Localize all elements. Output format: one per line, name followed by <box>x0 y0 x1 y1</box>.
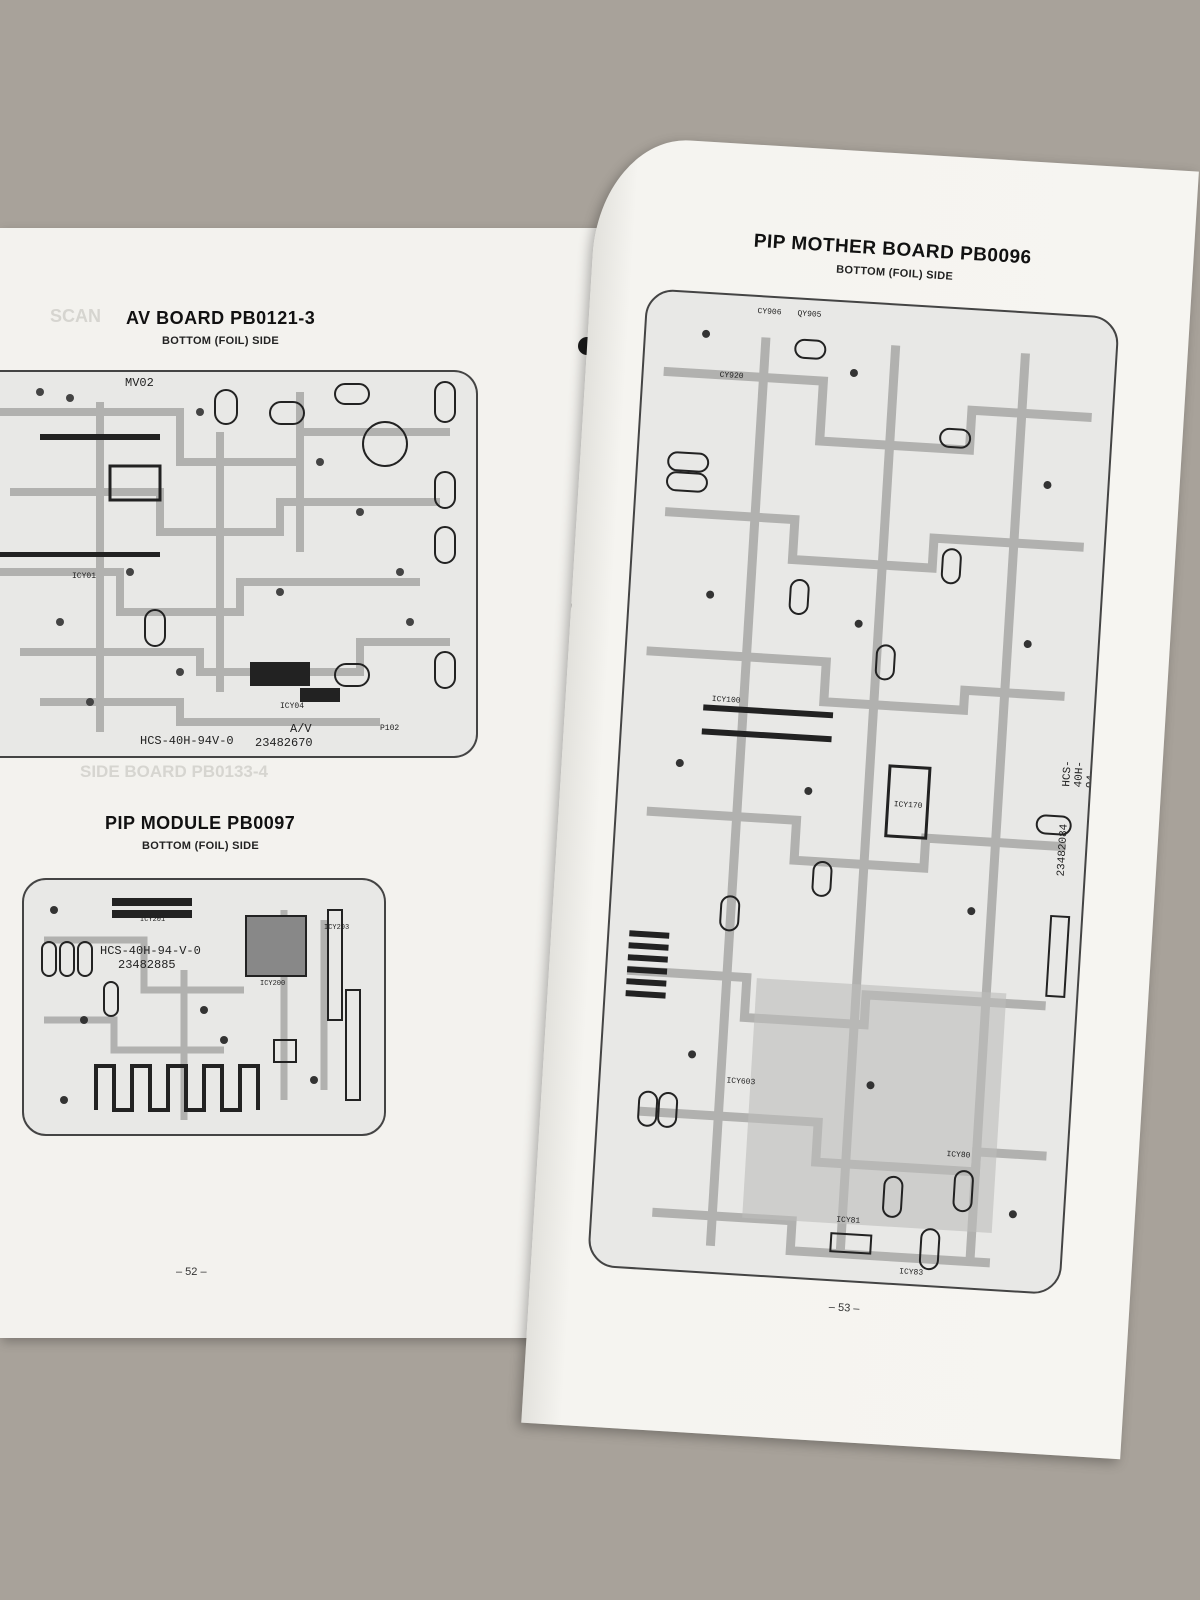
label-mv02: MV02 <box>125 376 154 390</box>
label-icy04: ICY04 <box>280 702 305 711</box>
label-cy906: CY906 <box>757 306 782 318</box>
pip-module-title: PIP MODULE PB0097 <box>105 813 296 833</box>
av-board-title: AV BOARD PB0121-3 <box>126 308 316 328</box>
label-hcs-av: HCS-40H-94V-0 <box>140 734 234 748</box>
pip-module-diagram: HCS-40H-94-V-0 23482885 ICY203 ICY201 IC… <box>22 878 386 1136</box>
pip-module-traces <box>41 898 361 1120</box>
pip-mother-board-subtitle: BOTTOM (FOIL) SIDE <box>835 263 954 283</box>
ghost-text-side-board: SIDE BOARD PB0133-4 <box>80 762 269 781</box>
label-icy170: ICY170 <box>893 800 923 811</box>
av-board-traces <box>0 381 456 732</box>
label-qy905: QY905 <box>797 309 822 320</box>
label-icy81: ICY81 <box>835 1215 861 1226</box>
label-23482885: 23482885 <box>118 958 176 972</box>
label-hcs-mother: HCS-40H-94-V-0 <box>1061 760 1111 790</box>
av-board-subtitle: BOTTOM (FOIL) SIDE <box>162 335 280 347</box>
pip-mother-board-diagram: HCS-40H-94-V-0 23482084 ICY603 ICY80 ICY… <box>586 288 1120 1296</box>
label-av: A/V <box>290 722 312 736</box>
label-icy203: ICY203 <box>324 924 350 932</box>
page-number-53: – 53 – <box>828 1301 860 1316</box>
pip-module-subtitle: BOTTOM (FOIL) SIDE <box>142 840 260 852</box>
label-cy920: CY920 <box>719 370 744 382</box>
av-board-diagram: MV02 A/V HCS-40H-94V-0 23482670 ICY01 IC… <box>0 370 478 758</box>
label-icy100: ICY100 <box>711 694 741 706</box>
label-hcs-pip: HCS-40H-94-V-0 <box>100 944 201 958</box>
label-icy200: ICY200 <box>260 980 286 988</box>
label-p102: P102 <box>380 724 400 733</box>
page-number-52: – 52 – <box>176 1266 207 1278</box>
pip-mother-board-title: PIP MOTHER BOARD PB0096 <box>753 230 1033 269</box>
pip-mother-board-traces <box>625 329 1092 1271</box>
left-page: SCAN AV BOARD PB0121-3 BOTTOM (FOIL) SID… <box>0 228 600 1338</box>
label-icy80: ICY80 <box>946 1150 971 1161</box>
label-icy01: ICY01 <box>72 572 97 581</box>
right-page: PIP MOTHER BOARD PB0096 BOTTOM (FOIL) SI… <box>521 135 1199 1460</box>
ghost-text-scan: SCAN <box>50 306 102 326</box>
label-icy201: ICY201 <box>140 916 166 924</box>
label-icy603: ICY603 <box>726 1076 756 1088</box>
label-23482670: 23482670 <box>255 736 313 750</box>
label-icy83: ICY83 <box>898 1267 924 1278</box>
